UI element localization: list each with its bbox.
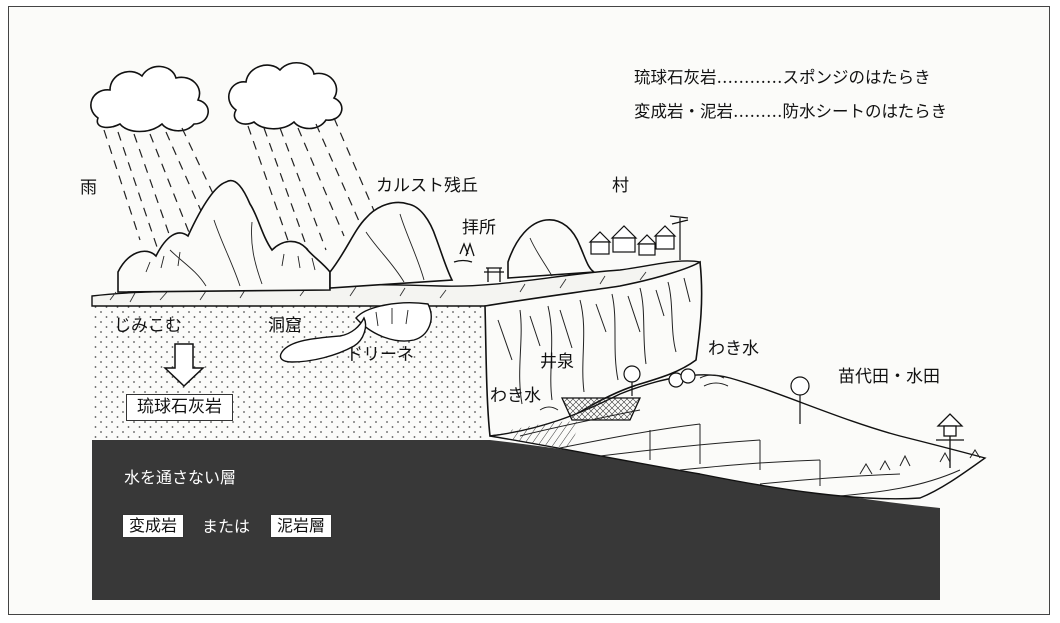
label-doline: ドリーネ xyxy=(346,345,414,365)
label-well: 井泉 xyxy=(540,352,574,372)
cave xyxy=(279,316,367,363)
trees xyxy=(623,365,810,424)
label-village: 村 xyxy=(612,176,629,196)
label-metamorphic-box: 変成岩 xyxy=(122,514,185,538)
label-or: または xyxy=(202,517,251,536)
worship-site xyxy=(453,241,504,282)
fields xyxy=(519,409,961,497)
label-karst: カルスト残丘 xyxy=(376,176,478,196)
label-spring-right: わき水 xyxy=(708,339,759,359)
scarecrow xyxy=(936,413,964,468)
legend-limestone: 琉球石灰岩…………スポンジのはたらき xyxy=(634,68,931,87)
label-worship: 拝所 xyxy=(462,218,496,238)
karst-hills xyxy=(117,179,597,293)
label-impermeable: 水を通さない層 xyxy=(124,468,237,487)
rain-streaks xyxy=(103,117,379,257)
legend-impermeable: 変成岩・泥岩………防水シートのはたらき xyxy=(634,102,948,121)
cloud-left xyxy=(90,65,209,133)
label-mudstone-box: 泥岩層 xyxy=(270,514,333,538)
label-paddy: 苗代田・水田 xyxy=(838,367,940,387)
label-limestone-box: 琉球石灰岩 xyxy=(126,394,233,421)
doline xyxy=(355,302,432,342)
cloud-right xyxy=(227,62,343,130)
label-seep: じみこむ xyxy=(114,316,182,336)
field-hatch xyxy=(510,421,580,448)
label-rain: 雨 xyxy=(80,178,97,198)
seep-arrow xyxy=(163,343,205,388)
well-pond xyxy=(560,397,642,421)
label-cave: 洞窟 xyxy=(268,316,302,336)
spring-marks xyxy=(539,374,729,411)
label-spring-left: わき水 xyxy=(490,386,541,406)
village-cluster xyxy=(588,215,689,260)
